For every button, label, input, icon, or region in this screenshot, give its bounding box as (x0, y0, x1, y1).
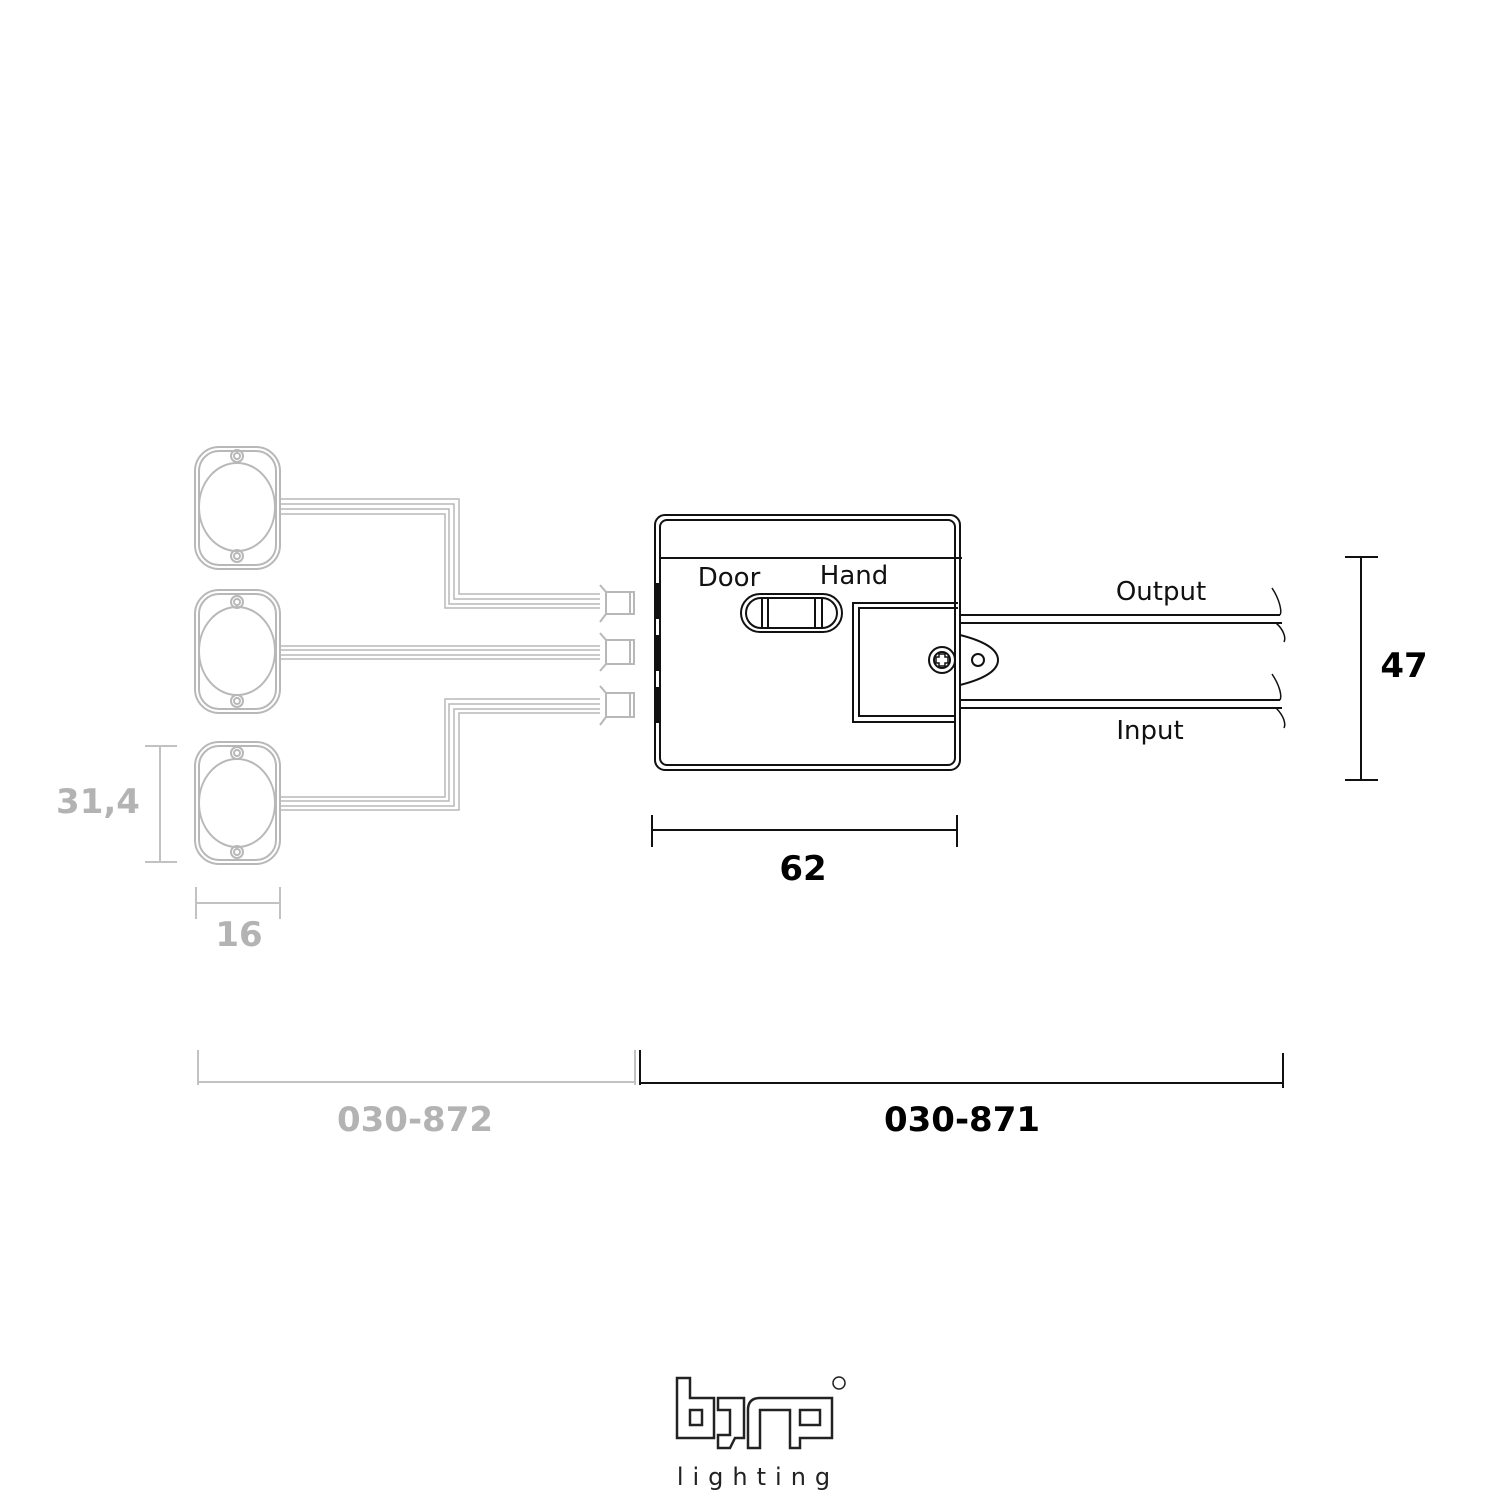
dimension-lines (639, 556, 1378, 1088)
connectors (599, 584, 635, 726)
sensor-2 (194, 589, 281, 714)
controller-width-dimension: 62 (779, 849, 827, 889)
door-mode-label: Door (697, 563, 761, 593)
mode-switch (740, 593, 843, 633)
output-label: Output (1115, 577, 1207, 607)
sensor-3 (194, 741, 281, 865)
sensor-1 (194, 446, 281, 570)
controller-height-dimension: 47 (1380, 646, 1428, 686)
sensor-height-dimension: 31,4 (56, 782, 140, 822)
sensor-product-code: 030-872 (336, 1100, 494, 1140)
input-cable (960, 673, 1286, 729)
output-cable (960, 587, 1286, 643)
controller-product-code: 030-871 (883, 1100, 1041, 1140)
controller-unit (654, 514, 1286, 771)
brand-tagline: lighting (676, 1463, 840, 1491)
hand-mode-label: Hand (819, 561, 889, 591)
input-label: Input (1116, 716, 1184, 746)
sensor-width-dimension: 16 (215, 915, 263, 955)
sensor-units (194, 446, 635, 865)
sensor-wires (280, 498, 600, 811)
sensor-dimension-lines (145, 745, 636, 1085)
screw-icon (928, 634, 1000, 686)
bjf-logo (675, 1376, 846, 1450)
